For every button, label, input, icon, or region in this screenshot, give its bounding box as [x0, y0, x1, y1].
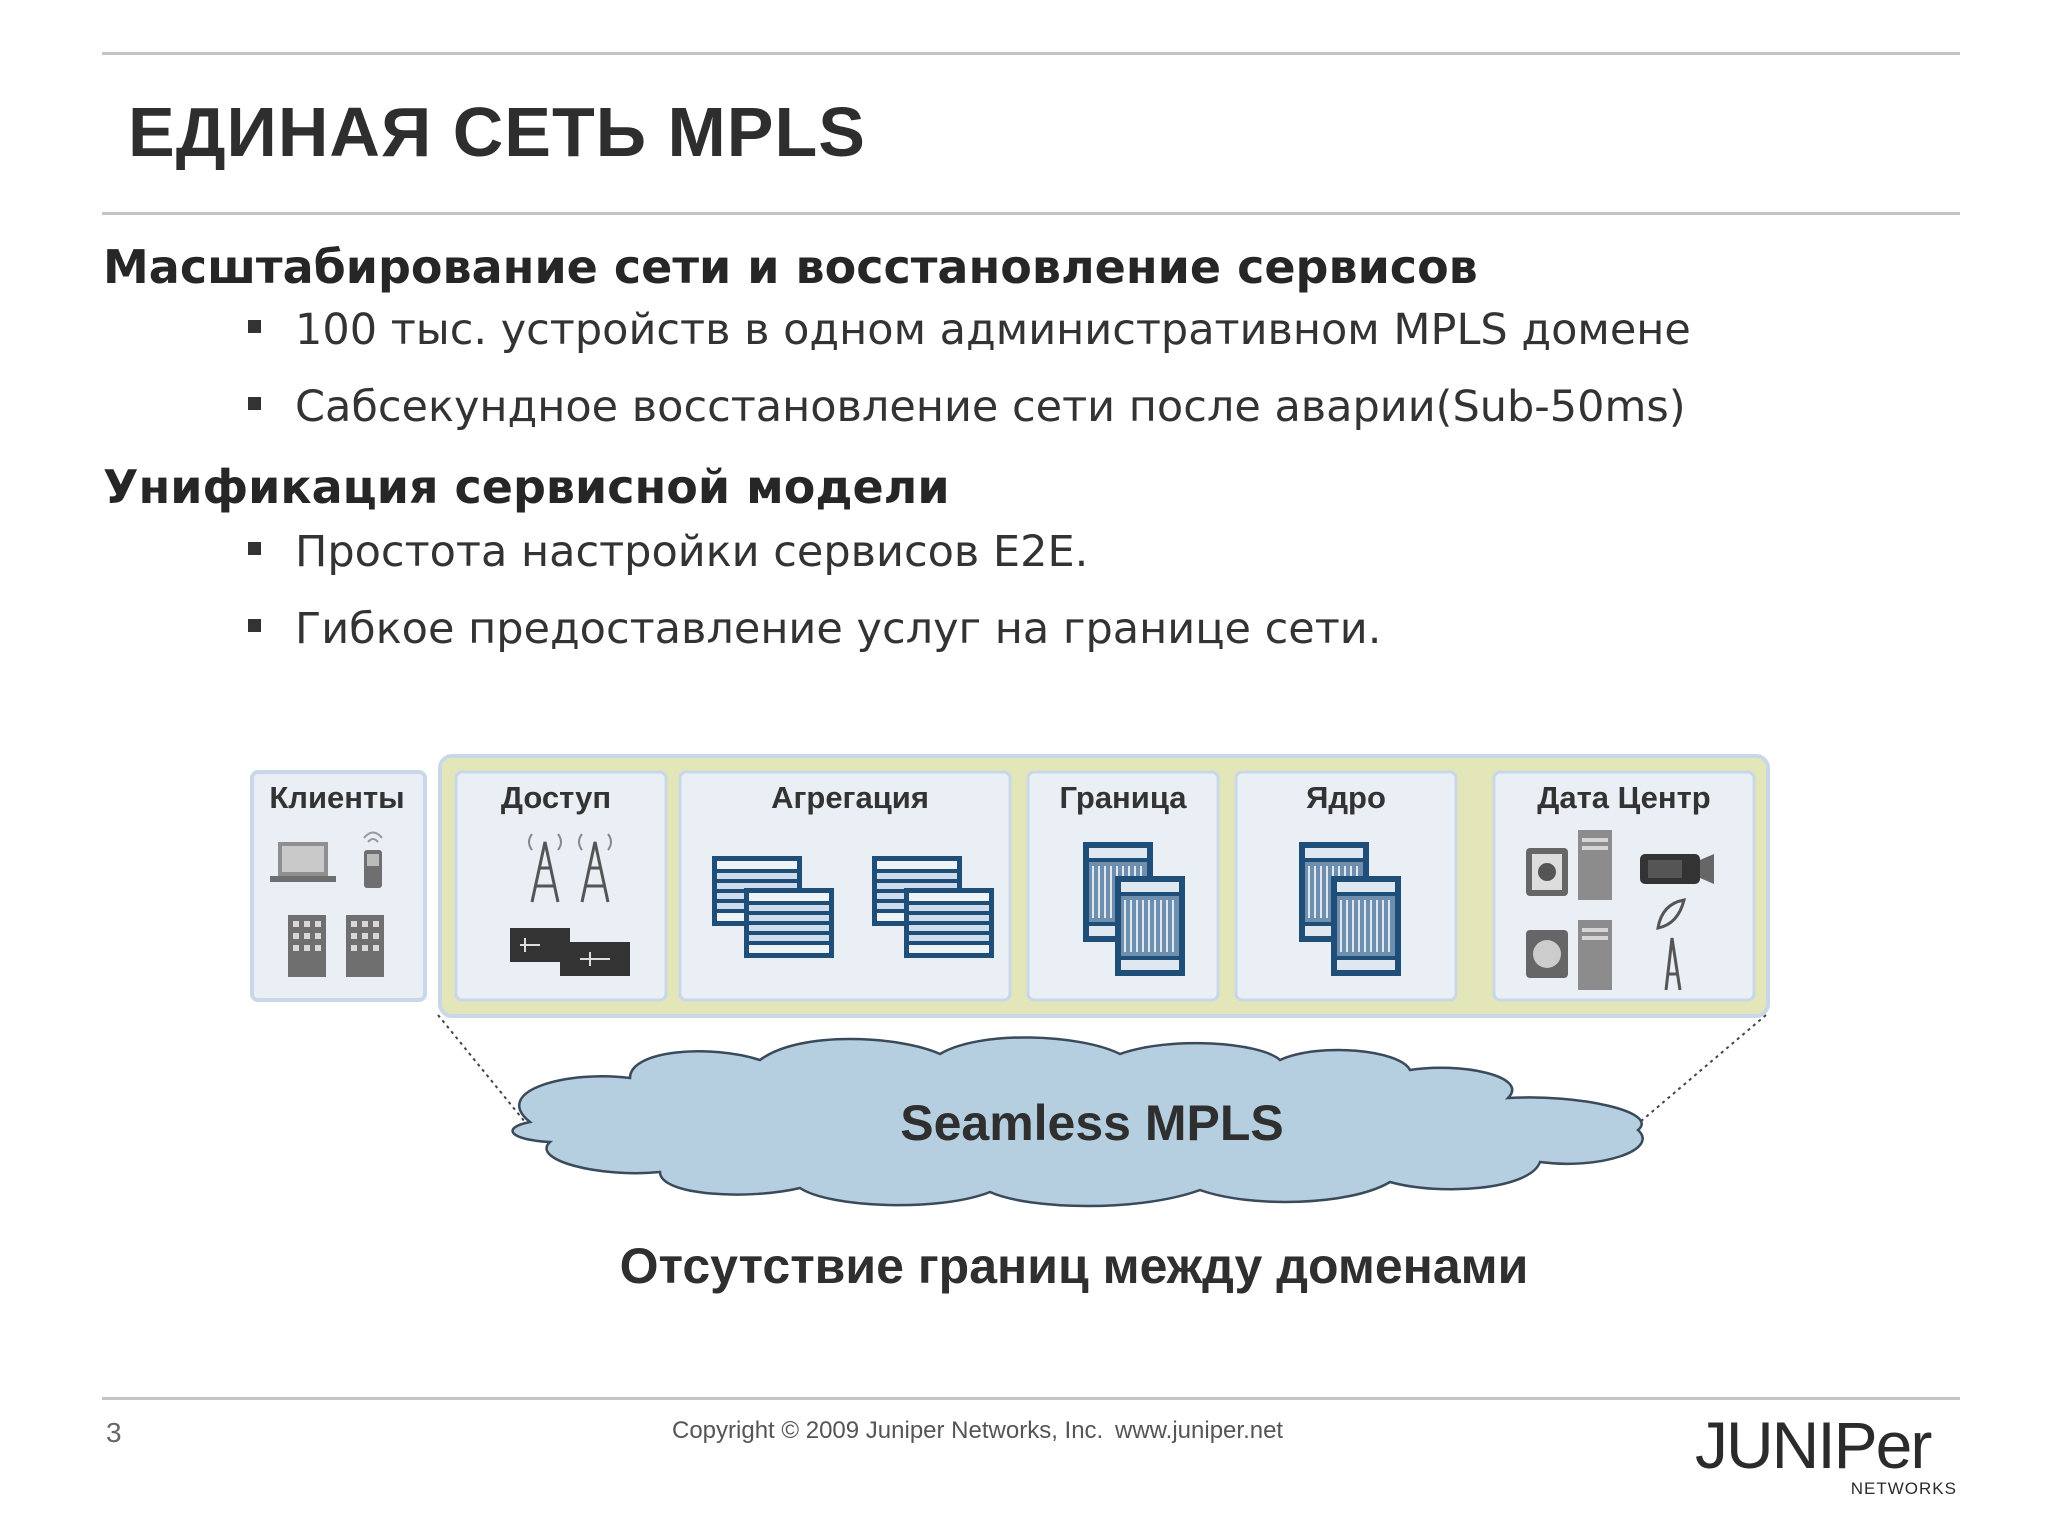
bullet-square-icon — [248, 397, 261, 410]
domain-box-datacenter: Дата Центр — [1492, 770, 1756, 1002]
domain-label: Клиенты — [269, 780, 404, 815]
globe-server-icon — [1526, 930, 1568, 978]
svg-text:JUNIPer: JUNIPer — [1695, 1410, 1931, 1482]
domain-box-access: Доступ — [454, 770, 668, 1002]
satellite-dish-icon — [1656, 898, 1687, 991]
seamless-mpls-cloud: Seamless MPLS — [511, 1036, 1644, 1208]
domain-label: Дата Центр — [1537, 780, 1710, 815]
section-heading-scaling: Масштабирование сети и восстановление се… — [103, 240, 1478, 294]
network-diagram: Клиенты Доступ — [250, 754, 1770, 1208]
page-number: 3 — [106, 1417, 122, 1448]
bullet-item: Гибкое предоставление услуг на границе с… — [248, 604, 1381, 654]
bullet-item: 100 тыс. устройств в одном административ… — [248, 305, 1691, 355]
camera-icon — [1640, 854, 1714, 884]
diagram-caption: Отсутствие границ между доменами — [619, 1238, 1529, 1294]
bullet-item: Простота настройки сервисов E2E. — [248, 527, 1088, 577]
bullet-item: Сабсекундное восстановление сети после а… — [248, 382, 1686, 432]
section-heading-unification: Унификация сервисной модели — [103, 460, 950, 514]
juniper-logo: JUNIPer NETWORKS — [1695, 1410, 1957, 1498]
bullet-square-icon — [248, 619, 261, 632]
connector-left — [437, 1014, 526, 1123]
copyright-notice: Copyright © 2009 Juniper Networks, Inc. — [672, 1417, 1104, 1444]
bullet-square-icon — [248, 542, 261, 555]
svg-text:NETWORKS: NETWORKS — [1851, 1479, 1957, 1498]
server-tower-icon — [1578, 830, 1612, 990]
laptop-icon — [270, 842, 336, 882]
mobile-phone-icon — [363, 831, 383, 888]
title-rule — [102, 212, 1960, 215]
domain-label: Доступ — [501, 780, 611, 815]
slide-title: ЕДИНАЯ СЕТЬ MPLS — [128, 93, 866, 171]
cell-tower-icon — [528, 833, 612, 903]
connector-right — [1639, 1014, 1767, 1123]
domain-box-core: Ядро — [1234, 770, 1458, 1002]
domain-box-aggregation: Агрегация — [678, 770, 1012, 1002]
domain-box-clients: Клиенты — [250, 770, 427, 1002]
domain-label: Агрегация — [771, 780, 929, 815]
cloud-label: Seamless MPLS — [900, 1095, 1284, 1151]
domain-label: Граница — [1059, 780, 1187, 815]
bullet-square-icon — [248, 320, 261, 333]
domain-label: Ядро — [1306, 780, 1386, 815]
top-rule — [102, 52, 1960, 55]
website-link[interactable]: www.juniper.net — [1115, 1417, 1284, 1444]
footer-rule — [102, 1397, 1960, 1400]
access-switch-icon — [510, 928, 630, 976]
media-server-icon — [1526, 848, 1568, 896]
domain-box-edge: Граница — [1026, 770, 1220, 1002]
